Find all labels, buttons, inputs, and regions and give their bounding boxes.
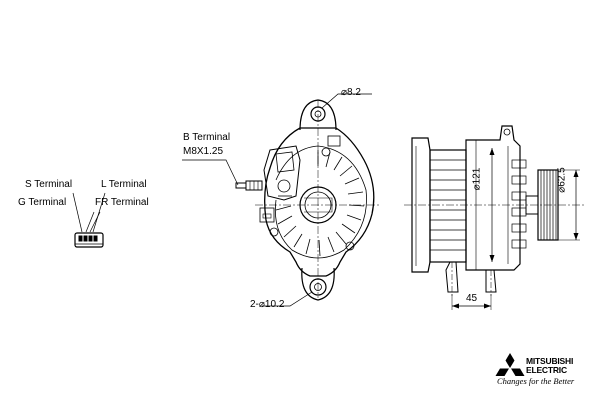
g-terminal-label: G Terminal: [18, 197, 67, 208]
front-view: [235, 99, 380, 301]
b-terminal-stud: [235, 180, 263, 191]
top-mount-hole: [310, 106, 326, 122]
connector-diagram: [72, 192, 106, 248]
s-terminal-label: S Terminal: [25, 179, 73, 190]
top-hole-dimension: ⌀8.2: [341, 87, 361, 98]
mount-width-dimension: 45: [466, 293, 478, 304]
l-terminal-label: L Terminal: [101, 179, 147, 190]
body-diameter-dimension: ⌀121: [471, 167, 483, 191]
brand-tagline: Changes for the Better: [497, 376, 575, 386]
fr-terminal-label: FR Terminal: [95, 197, 149, 208]
bottom-holes-dimension: 2-⌀10.2: [250, 299, 285, 310]
b-terminal-title: B Terminal: [183, 132, 231, 143]
side-view: [404, 125, 585, 296]
bottom-mount-hole: [309, 278, 327, 296]
brand-name-line2: ELECTRIC: [526, 365, 567, 375]
b-terminal-thread: M8X1.25: [183, 146, 224, 157]
brand-name-line1: MITSUBISHI: [526, 356, 574, 366]
three-diamond-logo-icon: [495, 353, 525, 376]
pulley: [537, 169, 559, 241]
connector-plug-icon: [74, 232, 104, 248]
pulley-diameter-dimension: ⌀62.5: [556, 167, 568, 193]
dimension-lines: [182, 93, 580, 310]
